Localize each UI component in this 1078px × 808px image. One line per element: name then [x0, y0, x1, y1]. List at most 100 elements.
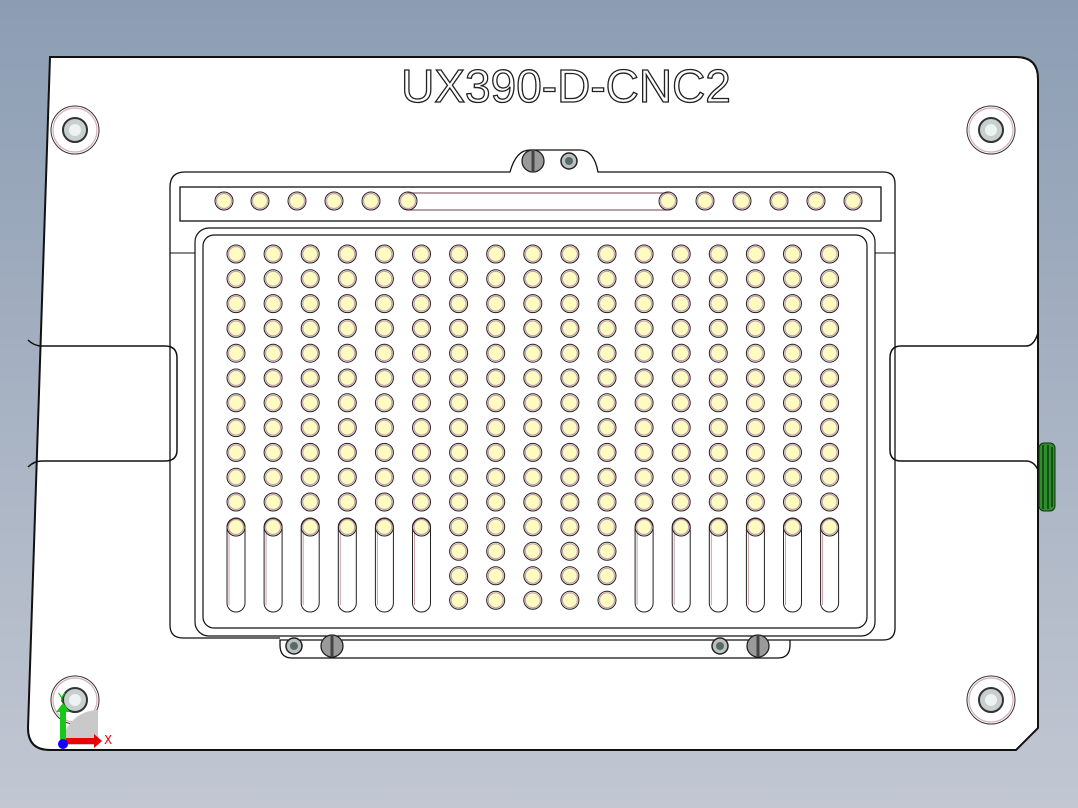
pin-hole: [597, 566, 617, 586]
pin-hole: [783, 368, 802, 388]
screws: [50, 105, 1016, 725]
axis-triad: X Y: [56, 691, 112, 749]
pocket-inner-1: [194, 227, 876, 637]
pin-hole: [412, 269, 431, 289]
pin-hole: [337, 418, 357, 438]
pin-hole: [337, 269, 357, 289]
pin-hole: [634, 442, 654, 462]
pin-hole: [300, 368, 320, 388]
pin-hole: [597, 393, 617, 413]
pin-hole: [300, 343, 320, 363]
pin-hole: [560, 343, 580, 363]
pin-hole: [398, 191, 418, 211]
small-screw: [711, 637, 729, 655]
pin-hole: [745, 492, 765, 512]
pin-hole: [732, 191, 752, 211]
pin-hole: [263, 244, 283, 264]
mounting-bolt: [966, 105, 1016, 155]
pin-hole: [597, 442, 617, 462]
pin-hole: [671, 368, 691, 388]
pin-hole: [486, 269, 506, 289]
pin-hole: [671, 467, 691, 487]
pin-hole: [486, 393, 506, 413]
pin-hole: [523, 269, 543, 289]
pin-hole: [226, 318, 246, 338]
pin-hole: [486, 318, 506, 338]
pin-hole: [671, 442, 691, 462]
side-spring: [1038, 442, 1056, 512]
pin-hole: [783, 492, 802, 512]
pin-hole: [449, 393, 469, 413]
pin-hole: [560, 368, 580, 388]
pin-hole: [374, 368, 394, 388]
pin-hole: [708, 294, 728, 314]
pin-hole: [337, 467, 357, 487]
pin-hole: [597, 343, 617, 363]
pin-hole: [708, 442, 728, 462]
pin-hole: [486, 294, 506, 314]
pin-hole: [449, 467, 469, 487]
pin-hole: [226, 467, 246, 487]
pin-hole: [337, 393, 357, 413]
pin-hole: [560, 294, 580, 314]
pin-hole: [226, 442, 246, 462]
pin-hole: [560, 418, 580, 438]
pin-hole: [820, 244, 840, 264]
dowel-pin: [521, 149, 545, 173]
pin-hole: [820, 294, 840, 314]
pin-hole: [745, 343, 765, 363]
pin-hole: [523, 492, 543, 512]
pin-hole: [263, 393, 283, 413]
pin-hole: [449, 442, 469, 462]
pin-hole: [374, 318, 394, 338]
y-axis-label: Y: [57, 691, 66, 705]
pin-hole: [449, 294, 469, 314]
pin-hole: [634, 393, 654, 413]
pin-hole: [597, 418, 617, 438]
pin-hole: [263, 467, 283, 487]
pin-hole: [560, 566, 580, 586]
pin-hole: [634, 294, 654, 314]
pin-hole: [671, 269, 691, 289]
pin-hole: [523, 368, 543, 388]
pin-hole: [449, 368, 469, 388]
pin-hole: [449, 492, 469, 512]
pin-hole: [597, 294, 617, 314]
pin-hole: [671, 418, 691, 438]
pin-hole: [374, 467, 394, 487]
pin-hole: [820, 517, 840, 537]
small-screw: [560, 152, 578, 170]
pin-hole: [300, 269, 320, 289]
pin-hole: [745, 393, 765, 413]
pin-hole: [300, 442, 320, 462]
pin-hole: [745, 418, 765, 438]
pin-hole: [745, 294, 765, 314]
pin-hole: [597, 368, 617, 388]
pin-hole: [523, 467, 543, 487]
pin-hole: [708, 467, 728, 487]
pin-hole: [250, 191, 270, 211]
x-axis-label: X: [104, 733, 112, 747]
pin-hole: [523, 244, 543, 264]
pin-hole: [449, 418, 469, 438]
pin-hole: [671, 492, 691, 512]
pin-hole: [226, 294, 246, 314]
pin-hole: [361, 191, 381, 211]
pin-hole: [708, 418, 728, 438]
pin-hole: [783, 244, 802, 264]
pin-hole: [523, 393, 543, 413]
pin-hole: [374, 492, 394, 512]
pin-hole: [745, 467, 765, 487]
pin-hole: [486, 244, 506, 264]
pin-hole: [449, 343, 469, 363]
pin-hole: [263, 418, 283, 438]
pin-hole: [412, 393, 431, 413]
pin-hole: [783, 318, 802, 338]
pin-hole: [449, 244, 469, 264]
pin-hole: [374, 442, 394, 462]
pin-hole: [634, 492, 654, 512]
pocket-outer: [169, 149, 896, 659]
pocket-inner-2: [202, 234, 868, 629]
pin-hole: [597, 492, 617, 512]
